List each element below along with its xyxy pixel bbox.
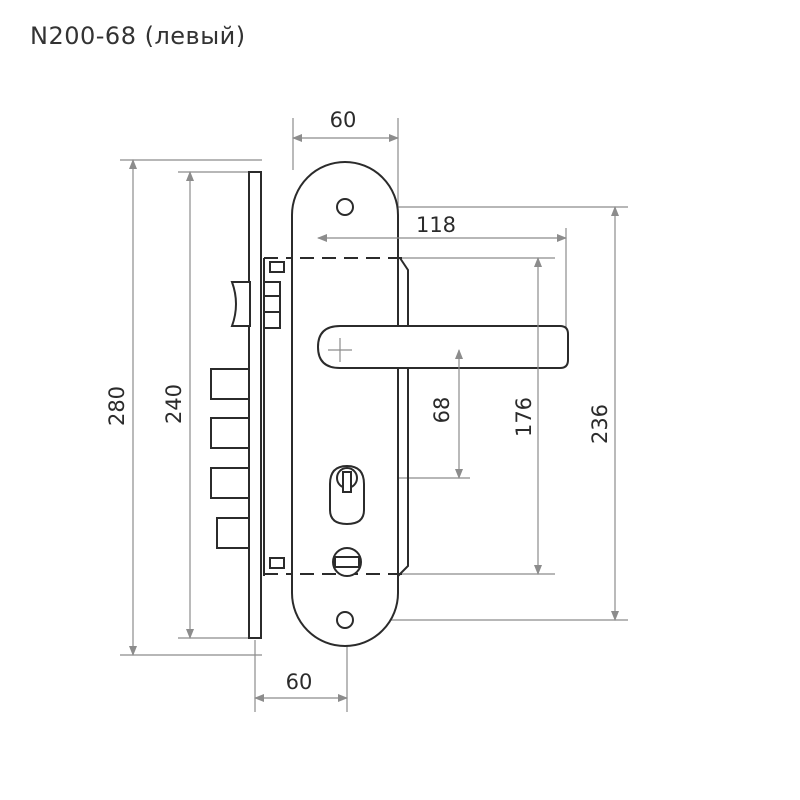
deadbolt-4 <box>216 517 250 549</box>
dimension-lines <box>129 134 619 702</box>
deadbolt-1 <box>210 368 250 400</box>
dim-screw-inner: 176 <box>512 397 536 437</box>
lever-handle <box>316 325 569 369</box>
dim-total-height: 280 <box>105 386 129 426</box>
faceplate <box>248 171 262 639</box>
dim-handle-cylinder: 68 <box>430 397 454 424</box>
latch-bolt <box>230 281 251 327</box>
top-screw <box>336 198 354 216</box>
deadbolt-3 <box>210 467 250 499</box>
drawing-title: N200-68 (левый) <box>30 22 246 50</box>
dim-bottom-width: 60 <box>286 670 313 694</box>
deadbolt-2 <box>210 417 250 449</box>
escutcheon <box>291 161 399 647</box>
dim-backset: 118 <box>416 213 456 237</box>
bottom-screw <box>336 611 354 629</box>
dim-screw-outer: 236 <box>588 404 612 444</box>
dimension-labels: 60 60 118 280 240 68 176 236 <box>105 108 612 694</box>
dim-faceplate-height: 240 <box>162 384 186 424</box>
dim-top-width: 60 <box>330 108 357 132</box>
handle-plate <box>291 161 569 647</box>
